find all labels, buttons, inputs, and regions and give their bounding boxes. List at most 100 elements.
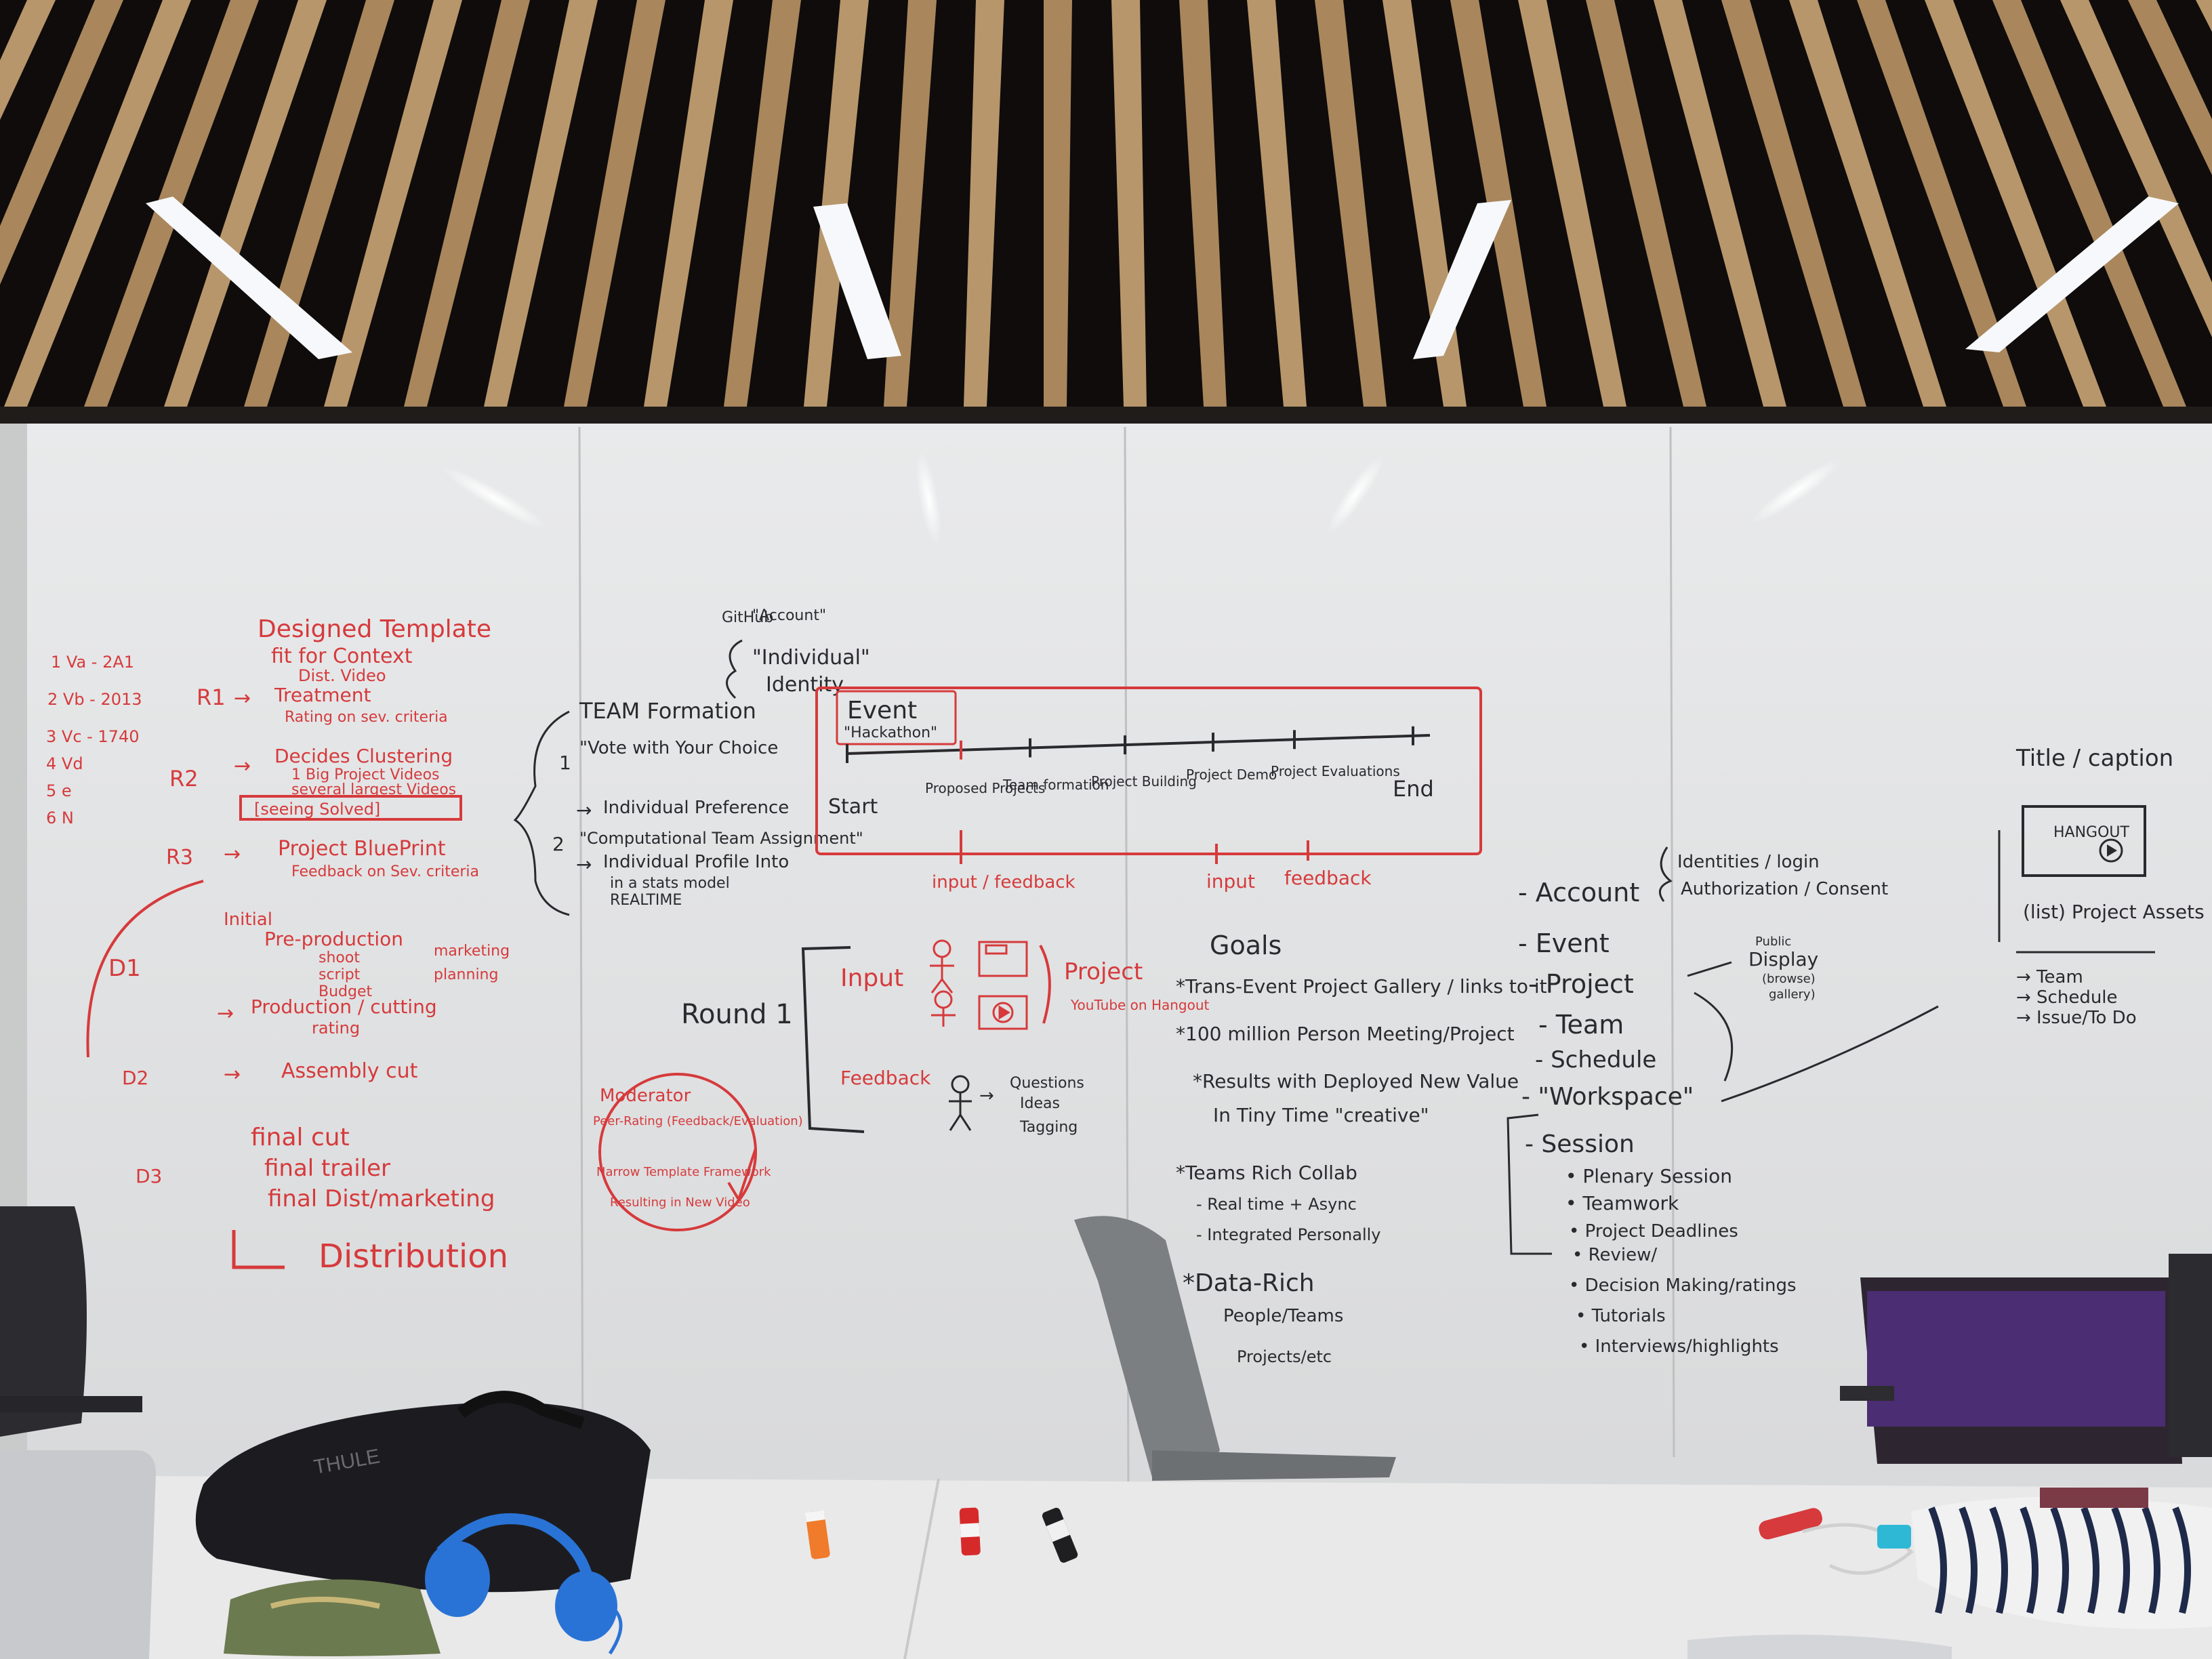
right-notes: Title / caption HANGOUT (list) Project A…: [1998, 745, 2205, 1028]
ceiling-slat: [1992, 0, 2186, 407]
display-text: Display: [1748, 948, 1818, 970]
boxed-note: [239, 795, 462, 821]
team-formation-title: TEAM Formation: [579, 698, 756, 724]
version-item: 2 Vb - 2013: [47, 690, 142, 709]
final-dist-text: final Dist/marketing: [268, 1185, 495, 1212]
goal-item: *100 million Person Meeting/Project: [1176, 1023, 1515, 1045]
script-text: script: [319, 966, 361, 983]
profile-text: Individual Profile Into: [603, 852, 789, 872]
session-item: • Decision Making/ratings: [1569, 1275, 1797, 1296]
d3-label: D3: [136, 1165, 162, 1187]
stage-label: Team formation: [1002, 777, 1109, 793]
final-trailer-text: final trailer: [264, 1155, 390, 1182]
chair-right: [1840, 1254, 2212, 1464]
decides-text: Decides Clustering: [274, 745, 453, 767]
hangout-frame: [2022, 805, 2146, 877]
play-icon: [978, 995, 1028, 1030]
input-text: input: [1206, 870, 1255, 893]
arrow-glyph: →: [234, 754, 251, 778]
stage-label: Start: [828, 795, 878, 819]
github-text: GitHub: [722, 609, 773, 626]
session-item: • Tutorials: [1576, 1306, 1666, 1326]
identity-text: Identity: [766, 673, 844, 697]
left-notes: Designed Template fit for Context Dist. …: [46, 615, 510, 1275]
right-title: Title / caption: [2015, 745, 2173, 772]
ceiling-slat: [0, 0, 56, 120]
chair-center: [1074, 1216, 1396, 1481]
shoot-text: shoot: [319, 949, 360, 966]
initial-text: Initial: [224, 909, 272, 930]
event-box: [836, 690, 957, 745]
individual-quote-text: "Individual": [752, 646, 870, 670]
version-list: 1 Va - 2A1 2 Vb - 2013 3 Vc - 1740 4 Vd …: [46, 653, 142, 827]
account-item: - Account: [1518, 878, 1639, 907]
ceiling-slat: [1857, 0, 2026, 407]
ceiling-slat: [1315, 0, 1387, 407]
ceiling-slat: [4, 0, 191, 407]
blueprint-text: Project BluePrint: [278, 837, 446, 861]
assembly-text: Assembly cut: [281, 1059, 418, 1083]
clothing-stripe: [2172, 1507, 2191, 1614]
pre-production-text: Pre-production: [264, 928, 403, 950]
clothing-stripe: [1928, 1507, 1947, 1614]
round-label: Round 1: [681, 999, 793, 1030]
arrow-glyph: →: [224, 842, 241, 866]
ceiling-slat: [644, 0, 733, 407]
treatment-text: Treatment: [274, 684, 371, 706]
budget-text: Budget: [319, 983, 373, 1000]
ceiling-slat: [1721, 0, 1866, 407]
tagging-text: Tagging: [1019, 1119, 1078, 1136]
account-item: - Project: [1528, 969, 1634, 999]
ceiling-slat: [1586, 0, 1706, 407]
ceiling-slat: [324, 0, 462, 407]
number-badge: 1: [559, 752, 571, 774]
right-item: → Schedule: [2016, 987, 2118, 1008]
youtube-text: YouTube on Hangout: [1070, 997, 1210, 1013]
ceiling-slat: [0, 0, 123, 285]
version-item: 6 N: [46, 808, 74, 827]
moderator-circle: Moderator Peer-Rating (Feedback/Evaluati…: [593, 1073, 803, 1231]
round-feedback-text: Feedback: [840, 1067, 931, 1089]
rating-criteria-text: Rating on sev. criteria: [285, 709, 448, 726]
chair-left: [0, 1206, 142, 1437]
session-item: • Interviews/highlights: [1579, 1336, 1779, 1357]
event-timeline: Event "Hackathon" Start Proposed Project…: [815, 687, 1482, 893]
arrow-glyph: →: [217, 1002, 234, 1025]
ceiling-slat: [1654, 0, 1786, 407]
assets-text: (list) Project Assets: [2023, 901, 2205, 923]
session-item: • Review/: [1572, 1245, 1657, 1265]
ceiling-slat: [1789, 0, 1946, 407]
production-text: Production / cutting: [251, 996, 437, 1018]
arrow-glyph: →: [576, 799, 592, 821]
video-frame-icon: [978, 941, 1028, 977]
ideas-text: Ideas: [1020, 1095, 1060, 1112]
input-feedback-text: input / feedback: [932, 872, 1076, 893]
feedback-sev-text: Feedback on Sev. criteria: [291, 863, 479, 880]
stage-label: Project Evaluations: [1271, 763, 1400, 779]
goals-notes: Goals *Trans-Event Project Gallery / lin…: [1176, 930, 1547, 1366]
clothing-stripe: [2050, 1507, 2069, 1614]
resulting-text: Resulting in New Video: [610, 1195, 750, 1210]
timeline-stages: Start Proposed Projects Team formation P…: [828, 763, 1434, 819]
arrow-glyph: →: [224, 1063, 241, 1086]
snack-bag: [224, 1579, 441, 1656]
right-item: → Issue/To Do: [2016, 1008, 2137, 1028]
questions-text: Questions: [1010, 1075, 1084, 1092]
marker-black: [1042, 1507, 1078, 1563]
backpack: THULE: [195, 1391, 651, 1593]
ceiling-slat: [164, 0, 327, 407]
ceiling-slat: [1111, 0, 1147, 407]
left-title: Designed Template: [258, 615, 491, 643]
goal-item: People/Teams: [1223, 1306, 1343, 1326]
ceiling-slat: [1044, 0, 1072, 407]
account-item: - "Workspace": [1521, 1083, 1694, 1111]
timeline-ticks: [846, 726, 1414, 763]
team-formation-notes: GitHub "Account" "Individual" Identity T…: [513, 607, 870, 916]
person-icon: [949, 1075, 972, 1131]
arrow-glyph: →: [234, 687, 251, 710]
clothing-stripe: [2142, 1507, 2160, 1614]
version-item: 5 e: [46, 781, 72, 800]
ceiling-slat: [2128, 0, 2212, 176]
ceiling-slat: [404, 0, 530, 407]
